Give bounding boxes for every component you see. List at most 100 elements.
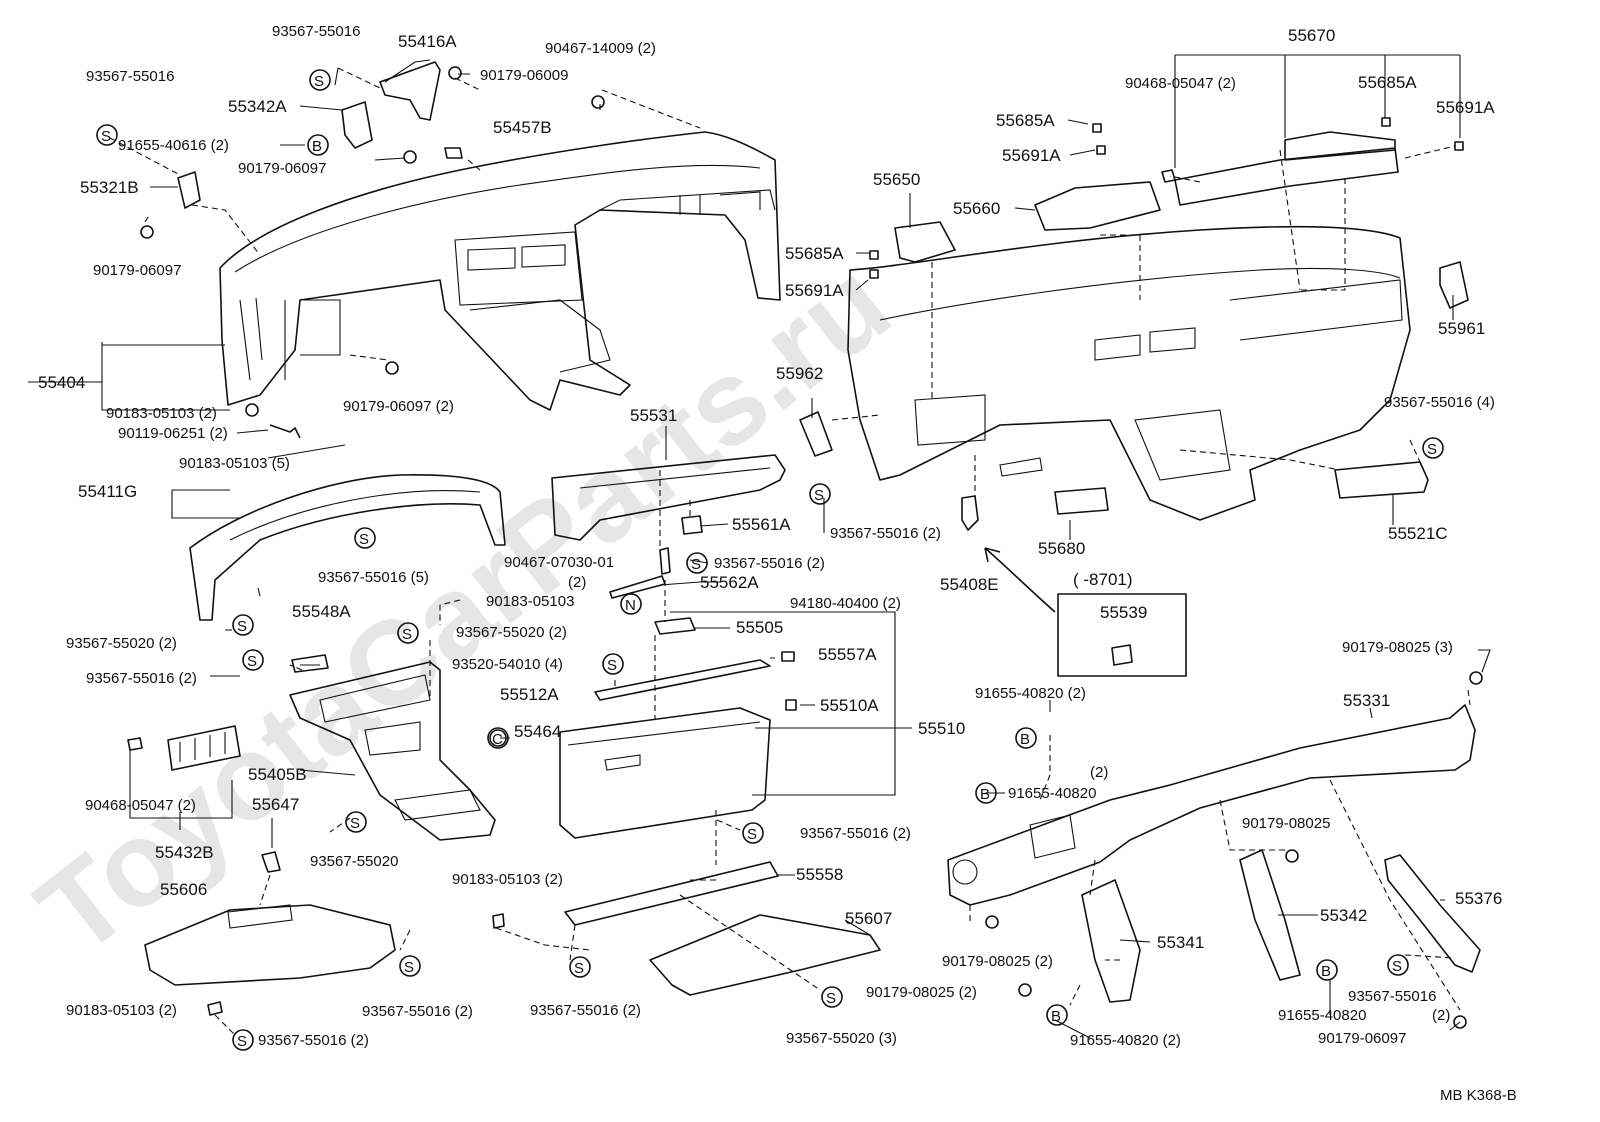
bracket-55341: [1081, 879, 1141, 1003]
part-label: 90467-14009 (2): [545, 40, 656, 57]
svg-text:S: S: [747, 826, 757, 843]
svg-text:S: S: [237, 618, 247, 635]
bracket-55607: [649, 914, 881, 996]
clip-icon: [127, 737, 143, 751]
part-label: 90468-05047 (2): [85, 797, 196, 814]
clip-icon: [869, 269, 879, 279]
part-label: 90179-06097: [238, 160, 326, 177]
clip-55548A: [291, 654, 329, 673]
part-label: 55691A: [1002, 146, 1061, 165]
screw-marker-s: S: [602, 653, 624, 675]
part-label: 93567-55016: [86, 68, 174, 85]
clip-icon: [207, 1001, 223, 1016]
cover-55961: [1439, 261, 1469, 309]
part-label: 90179-08025 (2): [866, 984, 977, 1001]
part-label: 93567-55016 (2): [362, 1003, 473, 1020]
part-label: 55548A: [292, 602, 351, 621]
part-label: 93520-54010 (4): [452, 656, 563, 673]
part-label: 90467-07030-01: [504, 554, 614, 571]
part-label: 90179-06097: [93, 262, 181, 279]
svg-text:B: B: [1321, 963, 1331, 980]
svg-text:S: S: [1392, 958, 1402, 975]
part-label: 90183-05103 (2): [66, 1002, 177, 1019]
reinforcement-55331: [947, 704, 1476, 906]
nut-icon: [1285, 849, 1299, 863]
nut-icon: [1469, 671, 1483, 685]
svg-text:S: S: [607, 657, 617, 674]
part-label: 93567-55016 (5): [318, 569, 429, 586]
part-label: 55558: [796, 865, 843, 884]
cluster-55405B: [289, 661, 496, 841]
screw-marker-s: S: [686, 552, 708, 574]
svg-text:B: B: [1020, 731, 1030, 748]
svg-text:B: B: [312, 138, 322, 155]
part-label: 90119-06251 (2): [118, 425, 228, 442]
screw-marker-s: S: [399, 955, 421, 977]
part-label: 55457B: [493, 118, 552, 137]
vent-55660: [1034, 181, 1161, 231]
screw-marker-s: S: [1422, 437, 1444, 459]
part-label: 55342A: [228, 97, 287, 116]
part-label: 90179-08025 (2): [942, 953, 1053, 970]
part-label: 90183-05103 (5): [179, 455, 290, 472]
instrument-panel-left: [219, 131, 781, 411]
tray-55606: [144, 904, 396, 986]
part-label: (2): [1432, 1007, 1450, 1024]
cap-marker-c: C: [487, 727, 509, 749]
part-label: (2): [568, 574, 586, 591]
part-label: 55376: [1455, 889, 1502, 908]
clip-icon: [869, 250, 879, 260]
bolt-marker-b: B: [307, 134, 329, 156]
bolt-marker-b: B: [1316, 959, 1338, 981]
striker-55512A: [594, 659, 771, 701]
svg-text:B: B: [980, 786, 990, 803]
part-label: 55404: [38, 373, 85, 392]
part-label: 55680: [1038, 539, 1085, 558]
screw-marker-s: S: [354, 527, 376, 549]
clip-55510A: [785, 699, 797, 711]
part-label: 55647: [252, 795, 299, 814]
nut-icon: [245, 403, 259, 417]
svg-text:S: S: [691, 556, 701, 573]
nut-icon: [448, 66, 462, 80]
cover-55962: [799, 411, 833, 457]
clip-marker-n: N: [620, 593, 642, 615]
part-label: 55531: [630, 406, 677, 425]
part-label: 90183-05103 (2): [106, 405, 217, 422]
part-label: 91655-40820 (2): [1070, 1032, 1181, 1049]
lock-55505: [654, 617, 696, 635]
nut-icon: [385, 361, 399, 375]
screw-marker-s: S: [309, 69, 331, 91]
part-label: 90179-08025 (3): [1342, 639, 1453, 656]
nut-icon: [403, 150, 417, 164]
bolt-marker-b: B: [1015, 727, 1037, 749]
part-label: 55321B: [80, 178, 139, 197]
part-label: 93567-55020 (2): [66, 635, 177, 652]
part-label: 90183-05103 (2): [452, 871, 563, 888]
part-label: 94180-40400 (2): [790, 595, 901, 612]
svg-text:S: S: [101, 128, 111, 145]
part-label: 93567-55016 (2): [530, 1002, 641, 1019]
part-label: 93567-55016 (2): [714, 555, 825, 572]
bracket-55321B: [177, 171, 201, 209]
part-label: 90179-06009: [480, 67, 568, 84]
part-label: (2): [1090, 764, 1108, 781]
part-label: 90468-05047 (2): [1125, 75, 1236, 92]
pad-55457B: [444, 147, 463, 159]
part-label: 55512A: [500, 685, 559, 704]
vent-55670: [1174, 147, 1399, 206]
part-label: 55650: [873, 170, 920, 189]
part-label: 55432B: [155, 843, 214, 862]
bolt-icon: [269, 424, 301, 439]
diagram-code: MB K368-B: [1440, 1087, 1517, 1104]
clip-icon: [1381, 117, 1391, 127]
part-label: 93567-55020 (3): [786, 1030, 897, 1047]
bracket-55408E: [961, 495, 979, 531]
part-label: 55685A: [785, 244, 844, 263]
clip-icon: [1096, 145, 1106, 155]
part-label: 90179-08025: [1242, 815, 1330, 832]
nut-icon: [1453, 1015, 1467, 1029]
part-label: 55557A: [818, 645, 877, 664]
part-label: 90179-06097 (2): [343, 398, 454, 415]
part-label: 55562A: [700, 573, 759, 592]
